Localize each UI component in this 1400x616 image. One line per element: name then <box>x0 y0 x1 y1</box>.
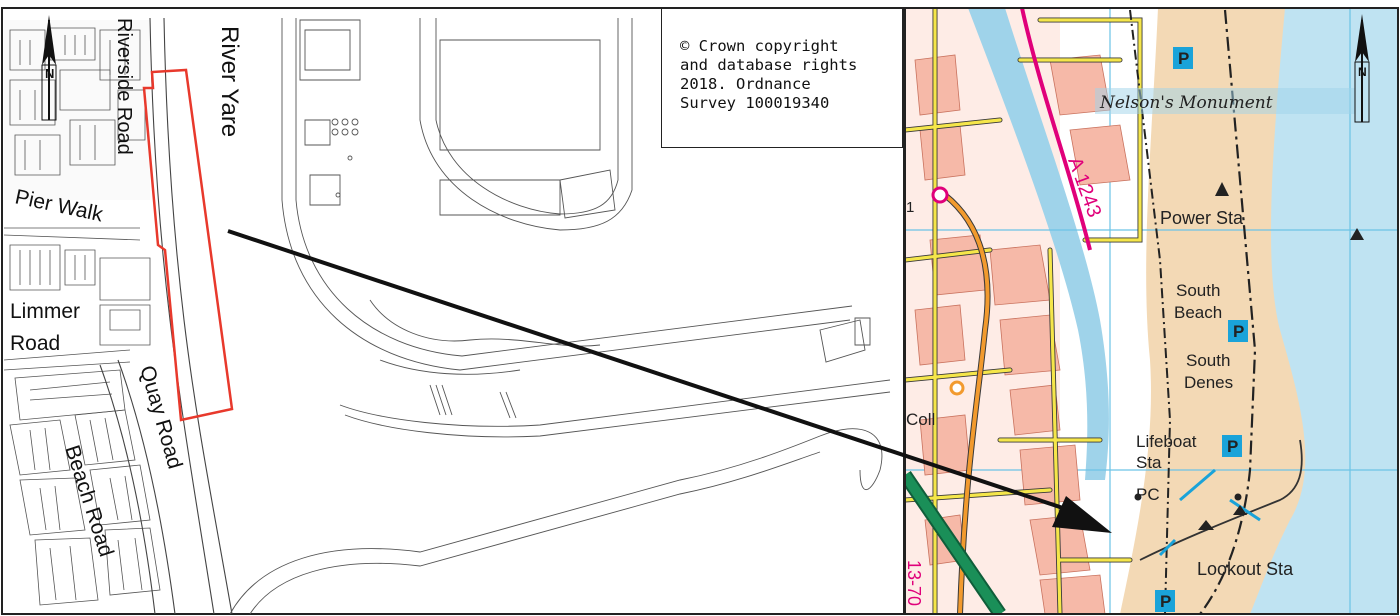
copyright-line-3: 2018. Ordnance <box>680 75 811 93</box>
copyright-line-1: © Crown copyright <box>680 37 839 55</box>
label-lifeboat-sta-1: Lifeboat <box>1136 432 1197 451</box>
label-limmer-road-2: Road <box>10 332 60 355</box>
label-south-beach-2: Beach <box>1174 303 1222 322</box>
parking-icon: P <box>1155 590 1175 612</box>
copyright-line-2: and database rights <box>680 56 858 74</box>
yellow-roads <box>905 8 1142 614</box>
location-map-panel: 13-70 P <box>904 7 1399 615</box>
harbour-pier <box>1139 439 1303 561</box>
north-arrow-icon: N <box>1354 14 1370 123</box>
svg-text:N: N <box>1358 65 1367 79</box>
location-map-frame <box>904 7 1399 615</box>
town-blocks-west <box>3 20 161 606</box>
lookout-symbols <box>1134 182 1364 530</box>
river-features <box>229 18 891 615</box>
label-power-sta: Power Sta <box>1160 208 1244 228</box>
beach-area <box>1120 8 1306 614</box>
svg-text:P: P <box>1227 437 1238 456</box>
copyright-notice: © Crown copyright and database rights 20… <box>661 8 903 148</box>
label-lookout-sta: Lookout Sta <box>1197 559 1294 579</box>
svg-text:P: P <box>1160 592 1171 611</box>
parking-icon: P <box>1173 47 1193 69</box>
label-coll: Coll <box>906 410 935 429</box>
dismantled-railway <box>1129 9 1172 614</box>
label-riverside-road: Riverside Road <box>113 18 135 155</box>
label-numeral-1: 1 <box>906 199 914 216</box>
copyright-line-4: Survey 100019340 <box>680 94 830 112</box>
svg-text:P: P <box>1178 49 1189 68</box>
svg-text:P: P <box>1233 322 1244 341</box>
site-boundary <box>142 68 234 422</box>
svg-text:N: N <box>45 66 54 81</box>
river-water <box>968 8 1109 480</box>
a1243-road <box>1020 8 1092 251</box>
label-pc: PC <box>1136 485 1160 504</box>
label-south-denes-2: Denes <box>1184 373 1233 392</box>
label-a-road-partial: 13-70 <box>904 560 924 606</box>
county-boundary <box>1199 9 1257 614</box>
roads-west <box>99 17 233 615</box>
green-road <box>905 472 1005 614</box>
parking-icon: P <box>1228 320 1248 342</box>
parking-icon: P <box>1222 435 1242 457</box>
roundabout <box>931 186 949 204</box>
label-south-beach-1: South <box>1176 281 1220 300</box>
label-nelsons-monument: Nelson's Monument <box>1099 93 1273 113</box>
label-limmer-road-1: Limmer <box>10 300 80 323</box>
orange-road <box>936 188 990 614</box>
location-pointer-arrow <box>227 229 1112 533</box>
north-arrow-icon: N <box>41 15 57 121</box>
label-south-denes-1: South <box>1186 351 1230 370</box>
label-river-yare: River Yare <box>216 26 243 137</box>
label-lifeboat-sta-2: Sta <box>1136 453 1162 472</box>
